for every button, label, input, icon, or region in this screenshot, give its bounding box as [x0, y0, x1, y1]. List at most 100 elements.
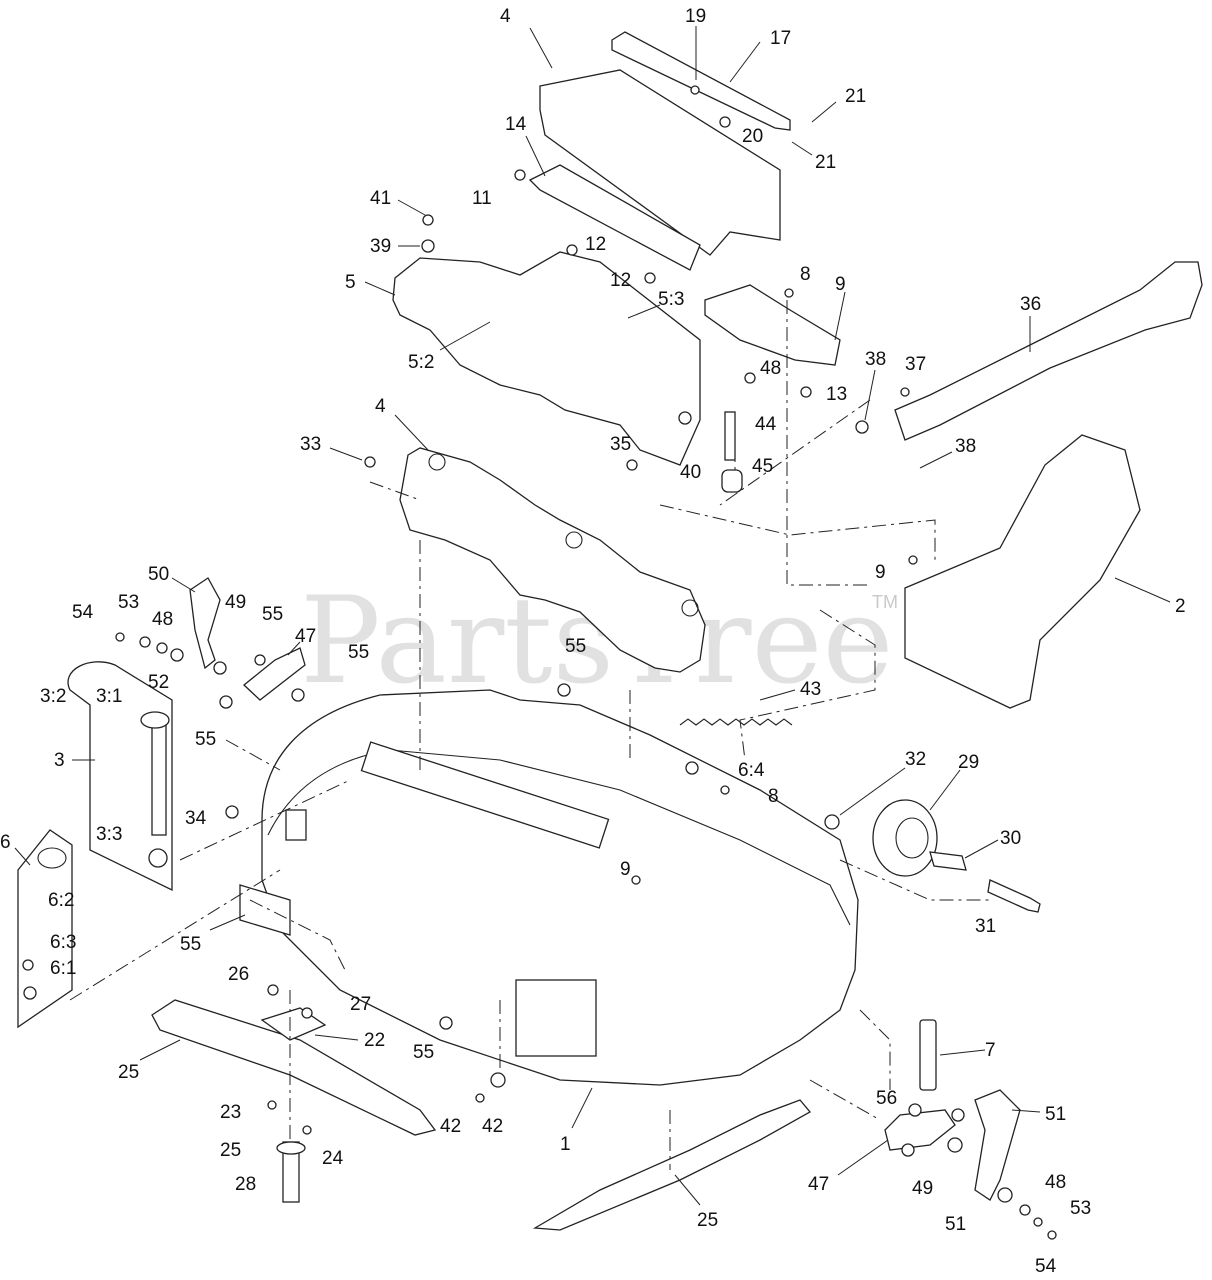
part-3-1-pin[interactable]: [151, 724, 167, 836]
fastener-12b: [800, 386, 812, 398]
fastener-54b: [439, 1016, 453, 1030]
fastener-51: [170, 648, 184, 662]
leader-line-36: [919, 451, 953, 469]
deck-post: [285, 809, 307, 841]
fastener-30: [824, 814, 840, 830]
callout-8: 8: [768, 786, 779, 807]
part-7-pin[interactable]: [919, 1019, 937, 1091]
fastener-35: [900, 387, 910, 397]
callout-44: 45: [752, 456, 773, 477]
fastener-6-1: [23, 986, 37, 1000]
part-43-post[interactable]: [724, 411, 736, 461]
callout-49r: 51: [1045, 1104, 1066, 1125]
assembly-line-9: [839, 859, 990, 901]
leader-line-4: [394, 414, 429, 451]
callout-22: 25: [118, 1062, 139, 1083]
part-13-bracket[interactable]: [528, 164, 701, 271]
part-10-cover[interactable]: [704, 284, 841, 366]
assembly-line-5: [719, 399, 871, 506]
callout-32: 34: [185, 808, 207, 829]
part-14-bar[interactable]: [611, 31, 791, 131]
fastener-25b: [301, 1007, 313, 1019]
part-24-washer[interactable]: [276, 1141, 306, 1155]
callout-55l3: 55: [195, 729, 216, 750]
callout-37: 38: [865, 349, 886, 370]
callout-49l: 50: [148, 564, 169, 585]
callout-33: 35: [610, 434, 631, 455]
callout-26: 28: [235, 1174, 256, 1195]
watermark-trademark: TM: [872, 592, 898, 612]
part-3-1-collar[interactable]: [140, 711, 170, 729]
leader-line-10: [834, 291, 846, 341]
assembly-lines: [69, 300, 990, 1170]
callout-46l: 47: [295, 626, 316, 647]
callout-23: 25: [697, 1210, 718, 1231]
part-23-blade[interactable]: [532, 1099, 812, 1231]
callout-38a: 39: [370, 236, 391, 257]
callout-54b: 55: [413, 1042, 434, 1063]
part-28-axle[interactable]: [929, 851, 967, 871]
fastener-53-l: [115, 632, 125, 642]
leader-line-30: [839, 767, 906, 816]
fastener-9a: [784, 288, 794, 298]
leader-line-39: [397, 199, 426, 216]
callout-17: 20: [742, 126, 763, 147]
callout-45: 48: [760, 358, 781, 379]
fastener-47-r: [1019, 1204, 1031, 1216]
assembly-line-16: [225, 739, 281, 771]
fastener-37: [855, 420, 869, 434]
part-5-shield[interactable]: [392, 251, 701, 466]
fastener-21a: [267, 1100, 277, 1110]
callout-12a: 12: [585, 234, 606, 255]
fastener-31: [364, 456, 376, 468]
callout-55l2: 55: [348, 642, 369, 663]
part-44-bumper[interactable]: [721, 469, 743, 493]
callout-15: 4: [500, 6, 511, 27]
callout-5-2: 5:2: [408, 352, 434, 373]
callout-50: 51: [945, 1214, 966, 1235]
leader-line-5: [364, 281, 396, 296]
part-27-wheel[interactable]: [872, 799, 938, 877]
part-49-lever-left[interactable]: [189, 577, 221, 670]
assembly-line-10: [859, 1009, 891, 1090]
callout-7: 7: [985, 1040, 996, 1061]
part-22-blade[interactable]: [151, 999, 437, 1136]
part-29-bolt[interactable]: [987, 879, 1041, 913]
wheel-hub: [895, 817, 929, 859]
callout-11b: 12: [610, 270, 631, 291]
part-49-lever-right[interactable]: [974, 1089, 1021, 1201]
callout-3: 3: [54, 750, 65, 771]
fastener-55-l3: [219, 695, 233, 709]
part-46-bracket-left[interactable]: [243, 647, 306, 701]
callout-5-3: 5:3: [658, 289, 684, 310]
callout-2: 2: [1175, 596, 1186, 617]
callout-41: 42: [482, 1116, 503, 1137]
part-46-bracket-right[interactable]: [884, 1109, 956, 1151]
callout-48l: 49: [225, 592, 246, 613]
callout-21a: 23: [220, 1102, 241, 1123]
leader-line-23: [674, 1174, 701, 1206]
part-6-link[interactable]: [17, 829, 73, 1029]
deck-skirt-panel: [515, 979, 597, 1057]
part-34-driveshaft[interactable]: [894, 261, 1203, 441]
part-40-spring[interactable]: [679, 718, 793, 726]
fastener-50: [997, 1187, 1013, 1203]
part-4-gearbox[interactable]: [399, 447, 706, 673]
leader-line-6: [14, 847, 31, 866]
leader-line-13: [525, 135, 546, 177]
callout-39: 41: [370, 188, 391, 209]
part-15-plate[interactable]: [539, 69, 781, 256]
fastener-45: [744, 372, 756, 384]
assembly-line-2: [659, 504, 936, 560]
fastener-17: [719, 116, 731, 128]
part-6-eye: [37, 847, 67, 869]
fastener-33: [626, 459, 638, 471]
leader-line-18: [811, 101, 837, 123]
fastener-3-3: [148, 848, 168, 868]
part-2-chute[interactable]: [904, 434, 1141, 709]
assembly-line-15: [179, 779, 351, 861]
callout-43: 44: [755, 414, 777, 435]
callout-55l1: 55: [262, 604, 283, 625]
callout-14: 17: [770, 28, 791, 49]
